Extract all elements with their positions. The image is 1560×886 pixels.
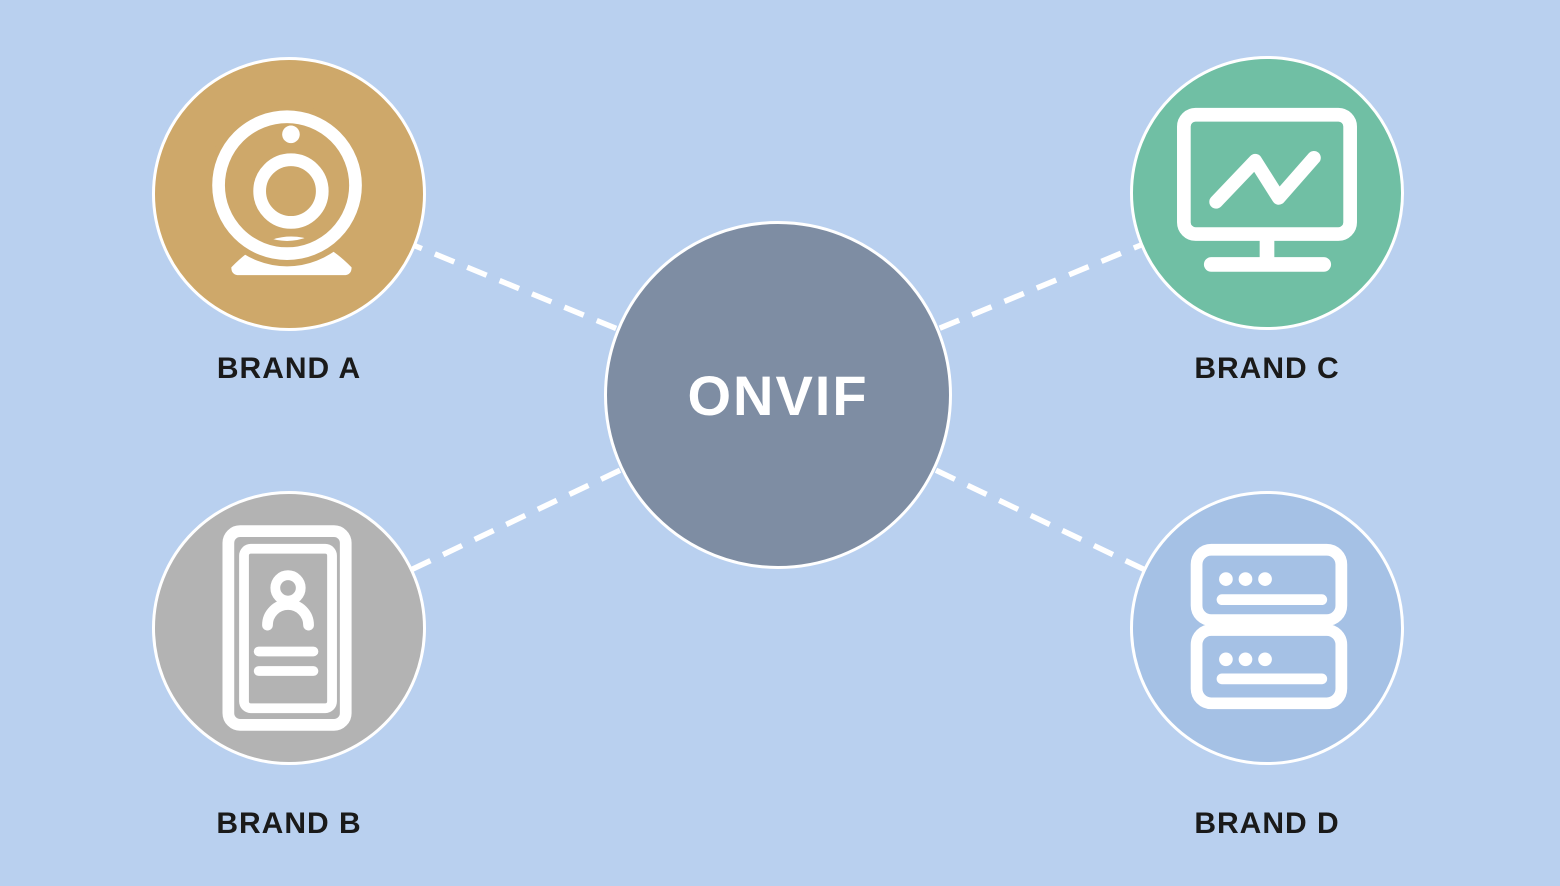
node-brand-d <box>1130 491 1404 765</box>
label-brand-a: BRAND A <box>216 352 362 385</box>
label-brand-b: BRAND B <box>216 807 362 840</box>
hub-label: ONVIF <box>687 363 869 427</box>
monitor-icon <box>1177 107 1357 272</box>
webcam-icon <box>205 104 369 276</box>
label-brand-d: BRAND D <box>1194 807 1340 840</box>
server-icon <box>1190 543 1348 710</box>
node-brand-c <box>1130 56 1404 330</box>
label-brand-c: BRAND C <box>1194 352 1340 385</box>
node-brand-a <box>152 57 426 331</box>
door-station-icon <box>222 525 352 731</box>
node-brand-b <box>152 491 426 765</box>
hub-node-onvif: ONVIF <box>604 221 952 569</box>
